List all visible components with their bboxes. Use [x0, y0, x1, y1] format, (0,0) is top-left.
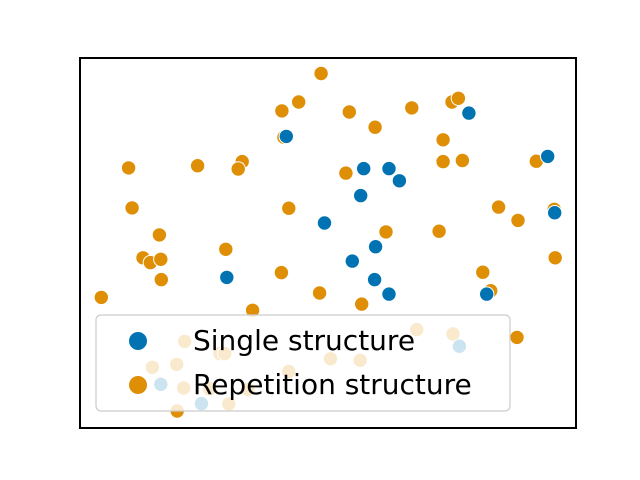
single-structure-point [366, 271, 383, 288]
single-structure-point [547, 205, 563, 221]
repetition-structure-point [367, 119, 383, 135]
repetition-structure-point [454, 152, 471, 169]
repetition-structure-point [431, 223, 447, 239]
repetition-structure-point [273, 264, 290, 281]
legend: Single structure Repetition structure [95, 314, 511, 412]
repetition-structure-point [153, 271, 170, 288]
legend-marker-single-structure [128, 331, 148, 351]
repetition-structure-point [151, 227, 168, 243]
repetition-structure-point [311, 285, 328, 301]
repetition-structure-point [230, 161, 246, 177]
repetition-structure-point [435, 132, 451, 148]
single-structure-point [461, 105, 477, 121]
repetition-structure-point [547, 250, 563, 266]
repetition-structure-point [378, 224, 394, 240]
repetition-structure-point [509, 329, 525, 346]
repetition-structure-point [475, 264, 491, 280]
repetition-structure-point [93, 289, 110, 306]
repetition-structure-point [153, 251, 169, 267]
single-structure-point [367, 239, 384, 255]
single-structure-point [381, 160, 397, 177]
legend-label-repetition-structure: Repetition structure [193, 368, 472, 401]
repetition-structure-point [450, 90, 467, 107]
repetition-structure-point [338, 165, 354, 181]
repetition-structure-point [291, 94, 307, 110]
repetition-structure-point [510, 212, 526, 229]
repetition-structure-point [313, 65, 329, 82]
repetition-structure-point [354, 296, 370, 312]
plot-frame [79, 57, 577, 429]
repetition-structure-point [341, 104, 357, 120]
single-structure-point [219, 269, 235, 286]
repetition-structure-point [435, 153, 451, 170]
single-structure-point [479, 286, 495, 302]
legend-box [95, 314, 511, 412]
repetition-structure-point [274, 103, 290, 119]
single-structure-point [540, 148, 556, 165]
single-structure-point [356, 160, 372, 177]
single-structure-point [381, 286, 397, 302]
repetition-structure-point [189, 158, 206, 174]
legend-label-single-structure: Single structure [193, 324, 415, 357]
single-structure-point [316, 215, 333, 231]
repetition-structure-point [281, 200, 297, 216]
legend-marker-repetition-structure [128, 375, 148, 395]
single-structure-point [278, 128, 294, 145]
repetition-structure-point [490, 199, 507, 215]
repetition-structure-point [218, 241, 234, 258]
single-structure-point [344, 253, 360, 269]
repetition-structure-point [120, 160, 137, 176]
single-structure-point [353, 187, 369, 204]
single-structure-point [391, 173, 408, 189]
repetition-structure-point [404, 100, 420, 116]
repetition-structure-point [124, 200, 140, 216]
